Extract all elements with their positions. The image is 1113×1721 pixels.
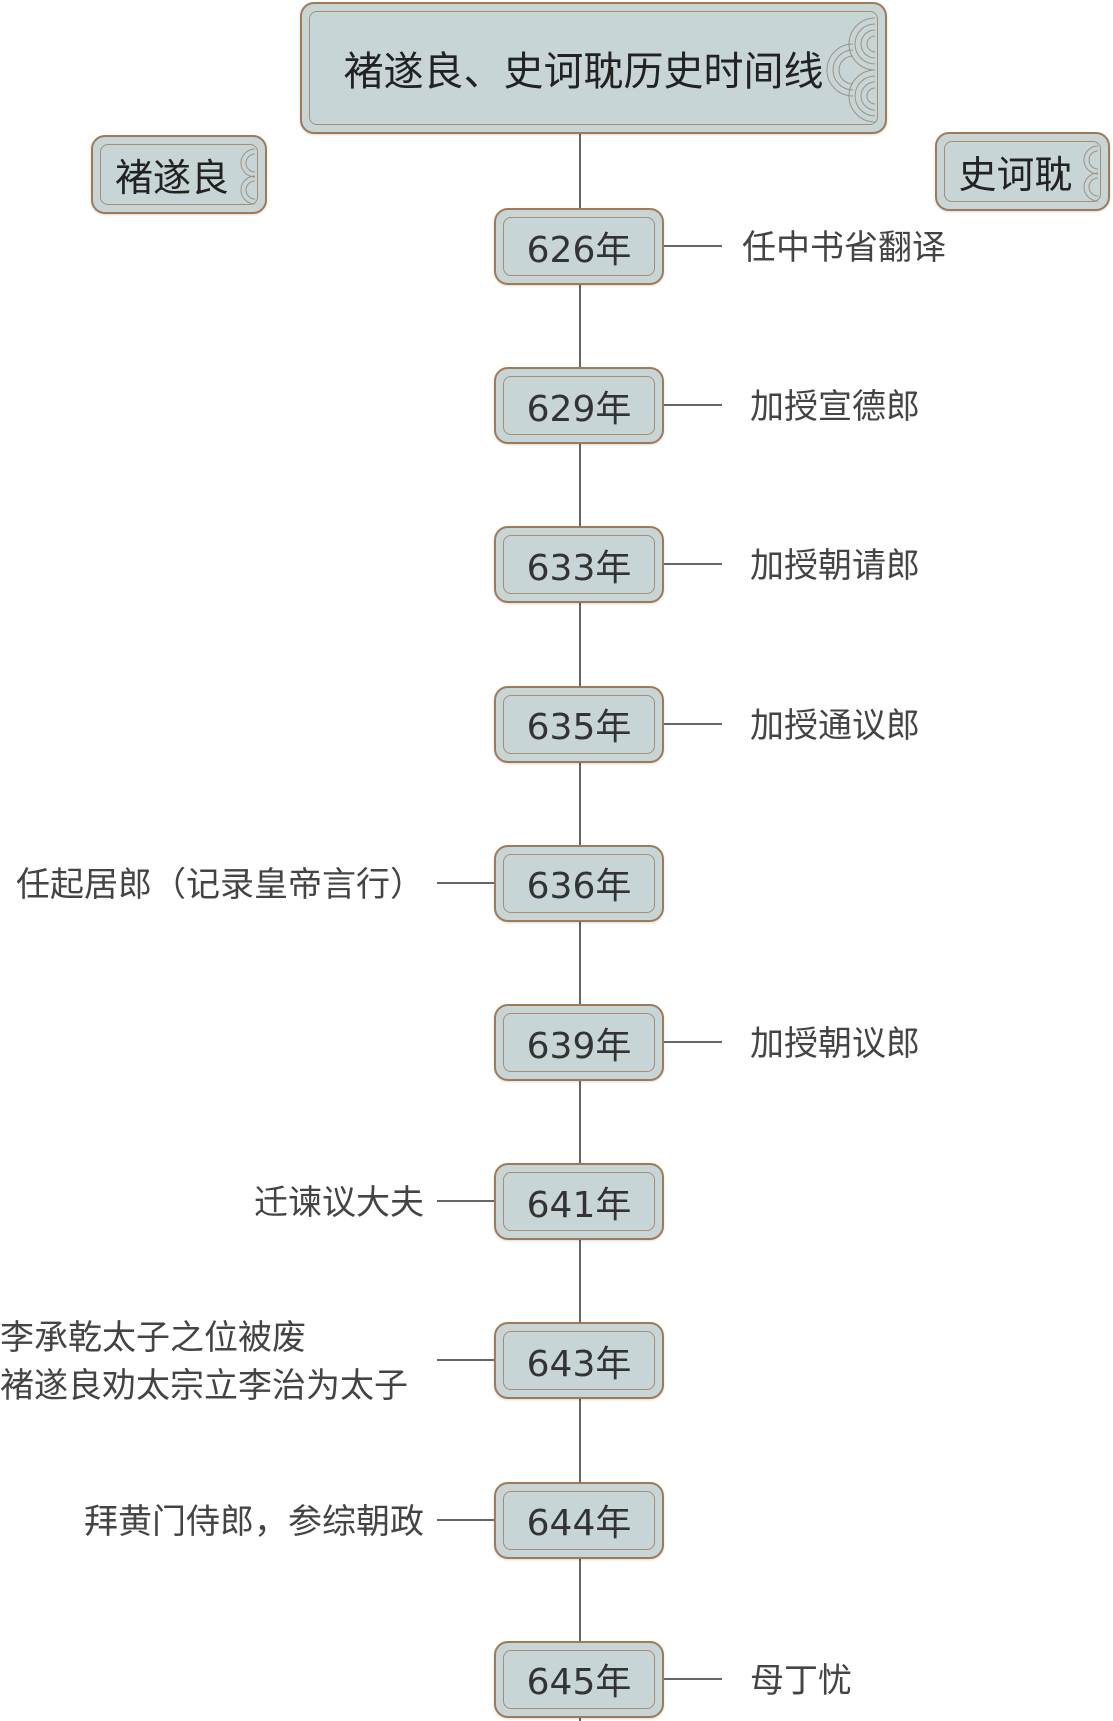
event-line: 加授朝议郎 xyxy=(750,1024,920,1064)
event-description: 任起居郎（记录皇帝言行） xyxy=(16,861,424,909)
right-person-name: 史诃耽 xyxy=(958,153,1073,197)
year-node: 626年 xyxy=(494,208,664,285)
year-node: 633年 xyxy=(494,526,664,604)
event-description: 母丁忧 xyxy=(750,1657,852,1705)
year-node: 645年 xyxy=(494,1640,664,1718)
year-node: 644年 xyxy=(494,1481,664,1559)
connector-line xyxy=(664,404,722,407)
connector-line xyxy=(664,722,722,725)
year-label: 629年 xyxy=(526,388,632,430)
event-description: 加授宣德郎 xyxy=(750,383,920,431)
connector-line xyxy=(437,881,494,884)
year-label: 635年 xyxy=(526,707,632,749)
year-label: 626年 xyxy=(526,229,632,271)
connector-line xyxy=(664,1041,722,1043)
event-line: 加授宣德郎 xyxy=(750,387,920,428)
event-description: 任中书省翻译 xyxy=(742,224,946,272)
year-node: 629年 xyxy=(494,367,664,445)
event-line: 任起居郎（记录皇帝言行） xyxy=(16,864,424,905)
connector-line xyxy=(437,1359,494,1362)
connector-line xyxy=(664,563,722,566)
year-node: 639年 xyxy=(494,1004,664,1081)
title-box: 褚遂良、史诃耽历史时间线 xyxy=(300,2,887,134)
year-node: 641年 xyxy=(494,1163,664,1241)
event-line: 迁谏议大夫 xyxy=(254,1183,424,1224)
event-line: 加授通议郎 xyxy=(750,705,920,746)
connector-line xyxy=(664,1677,722,1680)
wave-pattern-icon xyxy=(826,17,875,123)
connector-line xyxy=(437,1518,494,1521)
event-line: 母丁忧 xyxy=(750,1660,852,1701)
year-label: 639年 xyxy=(526,1025,632,1067)
event-line: 任中书省翻译 xyxy=(742,228,946,268)
connector-line xyxy=(664,245,722,247)
event-line: 褚遂良劝太宗立李治为太子 xyxy=(0,1366,408,1407)
page-title: 褚遂良、史诃耽历史时间线 xyxy=(343,49,824,95)
year-label: 641年 xyxy=(526,1184,632,1226)
year-node: 643年 xyxy=(494,1322,664,1400)
connector-line xyxy=(437,1200,494,1203)
event-line: 李承乾太子之位被废 xyxy=(0,1318,306,1359)
event-description: 加授朝议郎 xyxy=(750,1020,920,1068)
year-node: 635年 xyxy=(494,685,664,763)
timeline-spine xyxy=(579,134,581,1721)
right-person-label: 史诃耽 xyxy=(935,132,1110,211)
year-label: 643年 xyxy=(526,1343,632,1385)
left-person-label: 褚遂良 xyxy=(91,135,267,214)
event-description: 加授朝请郎 xyxy=(750,542,920,590)
year-label: 636年 xyxy=(526,866,632,908)
year-label: 633年 xyxy=(526,547,632,589)
event-description: 迁谏议大夫 xyxy=(254,1179,424,1227)
wave-pattern-icon xyxy=(1083,145,1098,202)
year-label: 644年 xyxy=(526,1503,632,1545)
event-line: 拜黄门侍郎，参综朝政 xyxy=(84,1501,424,1542)
year-label: 645年 xyxy=(526,1662,632,1704)
year-node: 636年 xyxy=(494,844,664,922)
wave-pattern-icon xyxy=(240,148,255,205)
event-line: 加授朝请郎 xyxy=(750,546,920,587)
event-description: 李承乾太子之位被废褚遂良劝太宗立李治为太子 xyxy=(0,1314,408,1410)
event-description: 加授通议郎 xyxy=(750,702,920,750)
event-description: 拜黄门侍郎，参综朝政 xyxy=(84,1498,424,1546)
left-person-name: 褚遂良 xyxy=(114,156,229,200)
